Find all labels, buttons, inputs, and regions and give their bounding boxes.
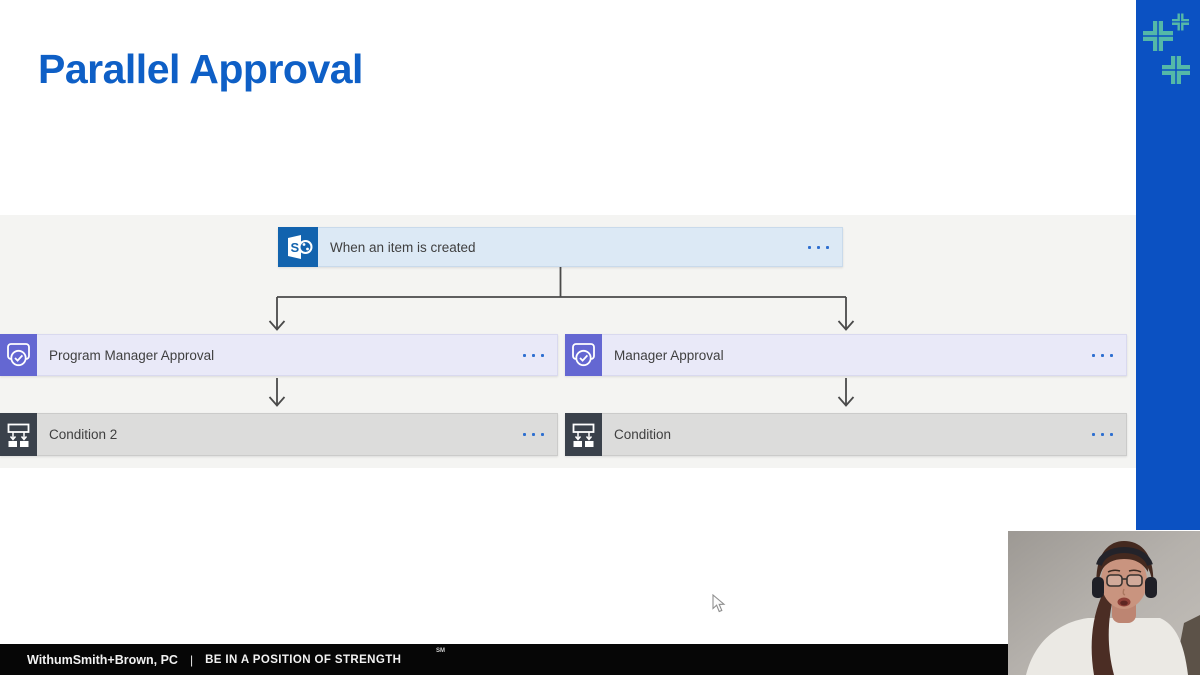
footer-bar: WithumSmith+Brown, PC | BE IN A POSITION…	[0, 644, 1200, 675]
trigger-label: When an item is created	[330, 239, 476, 255]
more-options-icon[interactable]	[808, 245, 842, 249]
footer-separator: |	[189, 652, 194, 667]
condition-icon	[565, 413, 602, 456]
action-label: Condition 2	[49, 427, 118, 442]
mouse-cursor-icon	[712, 593, 726, 618]
svg-text:S: S	[291, 240, 300, 255]
action-card-condition[interactable]: Condition	[565, 413, 1127, 456]
sharepoint-icon: S	[278, 227, 318, 267]
trigger-card-when-item-created[interactable]: S When an item is created	[278, 227, 843, 267]
action-label: Condition	[614, 427, 672, 442]
more-options-icon[interactable]	[523, 353, 557, 357]
company-name: WithumSmith+Brown, PC	[27, 652, 178, 667]
service-mark: SM	[436, 648, 445, 654]
action-card-manager-approval[interactable]: Manager Approval	[565, 334, 1127, 376]
presenter-video	[1008, 531, 1200, 675]
brand-sidebar	[1136, 0, 1200, 530]
footer-tagline: BE IN A POSITION OF STRENGTH	[205, 653, 402, 666]
page-title: Parallel Approval	[38, 46, 363, 92]
more-options-icon[interactable]	[1092, 433, 1126, 436]
action-card-condition-2[interactable]: Condition 2	[0, 413, 558, 456]
action-label: Program Manager Approval	[49, 347, 215, 363]
more-options-icon[interactable]	[523, 433, 557, 436]
approvals-icon	[0, 334, 37, 376]
condition-icon	[0, 413, 37, 456]
approvals-icon	[565, 334, 602, 376]
action-card-program-manager-approval[interactable]: Program Manager Approval	[0, 334, 558, 376]
withum-crosses-icon	[1143, 13, 1190, 84]
flow-connector-lines	[268, 267, 855, 407]
action-label: Manager Approval	[614, 347, 724, 363]
more-options-icon[interactable]	[1092, 353, 1126, 357]
